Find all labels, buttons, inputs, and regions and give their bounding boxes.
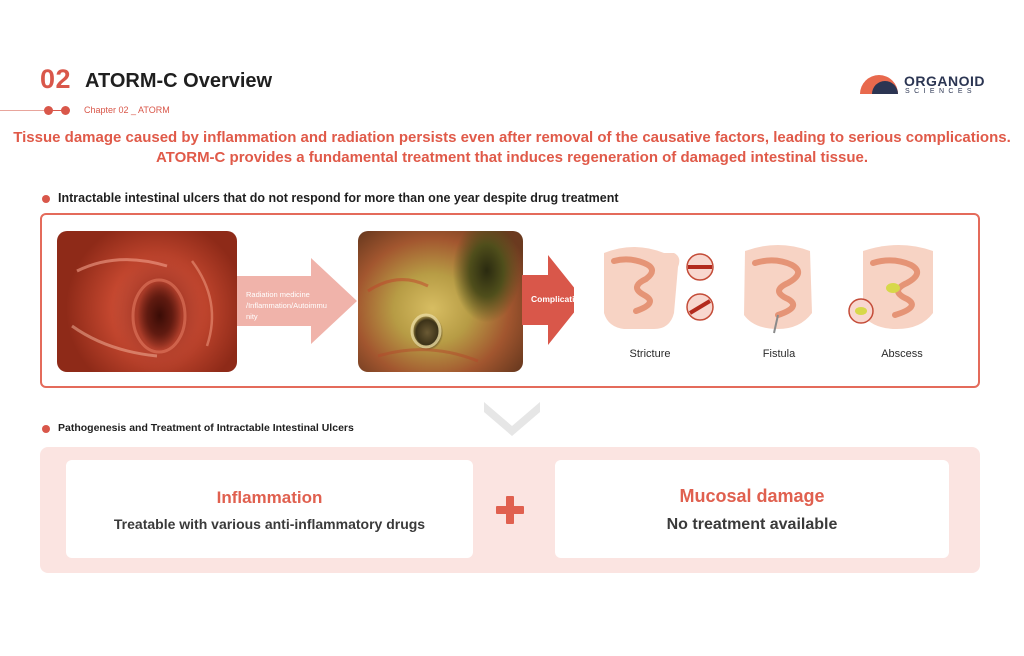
- endoscopy-image-normal: [57, 231, 237, 372]
- bullet-icon: [42, 195, 50, 203]
- abscess-diagram-icon: [833, 233, 965, 341]
- dot-connector: [52, 110, 64, 111]
- chapter-number: 02: [40, 64, 72, 94]
- organoid-logo-icon: [860, 75, 898, 94]
- section-1-title: Intractable intestinal ulcers that do no…: [58, 191, 619, 205]
- complication-label-abscess: Abscess: [881, 348, 923, 360]
- headline-line-1: Tissue damage caused by inflammation and…: [13, 129, 1011, 146]
- headline-line-2: ATORM-C provides a fundamental treatment…: [155, 149, 869, 166]
- header-dots-decoration: [44, 106, 72, 115]
- stricture-diagram-icon: [574, 233, 724, 341]
- complication-label: Complication: [531, 294, 585, 304]
- inflammation-card-title: Inflammation: [216, 488, 323, 507]
- page-title: ATORM-C Overview: [85, 70, 273, 92]
- colon-lumen-illustration: [71, 258, 214, 358]
- complication-label-fistula: Fistula: [762, 348, 796, 360]
- arrow-right-icon: [237, 258, 357, 344]
- header-rule: [0, 110, 44, 111]
- mucosal-damage-card-title: Mucosal damage: [679, 486, 825, 506]
- complication-label-stricture: Stricture: [629, 348, 671, 360]
- ulcer-illustration: [367, 278, 479, 363]
- dot-icon: [44, 106, 53, 115]
- plus-icon: [496, 496, 524, 524]
- company-logo: ORGANOID SCIENCES: [860, 72, 990, 98]
- section-2-title: Pathogenesis and Treatment of Intractabl…: [58, 422, 354, 434]
- mucosal-damage-card: Mucosal damage No treatment available: [555, 460, 949, 558]
- inflammation-card-text: Treatable with various anti-inflammatory…: [113, 516, 426, 532]
- inflammation-card: Inflammation Treatable with various anti…: [66, 460, 473, 558]
- arrow-right-icon: [522, 255, 584, 345]
- logo-wordmark-sub: SCIENCES: [905, 88, 976, 95]
- bullet-icon: [42, 425, 50, 433]
- chapter-subtitle: Chapter 02 _ ATORM: [84, 105, 170, 115]
- chevron-down-icon: [484, 402, 540, 436]
- logo-wordmark: ORGANOID: [904, 73, 985, 89]
- dot-icon: [61, 106, 70, 115]
- cause-label: Radiation medicine /Inflammation/Autoimm…: [246, 290, 327, 321]
- endoscopy-image-ulcer: [358, 231, 523, 372]
- mucosal-damage-card-text: No treatment available: [666, 516, 838, 533]
- fistula-diagram-icon: [730, 233, 827, 341]
